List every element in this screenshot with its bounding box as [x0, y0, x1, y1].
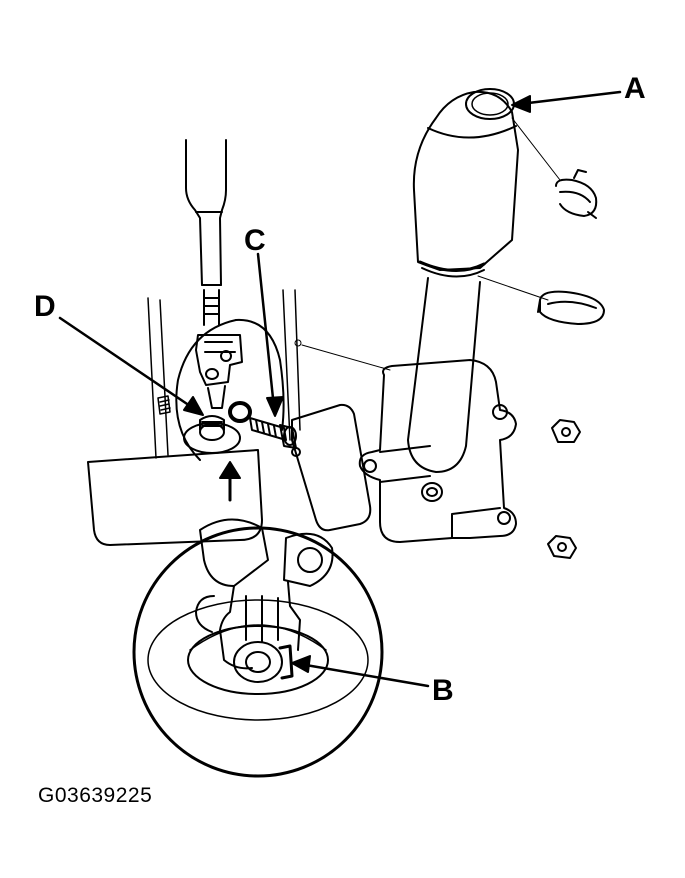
- left-pad: [88, 450, 262, 545]
- callout-label-d: D: [34, 290, 56, 323]
- frame-lines: [148, 290, 300, 458]
- clip-ring-upper: [556, 170, 596, 218]
- callout-arrow-b: [292, 656, 428, 686]
- nut-lower: [548, 536, 576, 558]
- detail-arrow: [220, 462, 240, 500]
- clip-ring-lower: [538, 292, 604, 324]
- callout-label-b: B: [432, 674, 454, 707]
- dash-panel: [176, 320, 283, 460]
- nut-upper: [552, 420, 580, 442]
- right-panel: [292, 405, 370, 530]
- callout-arrow-c: [258, 254, 283, 416]
- callout-label-c: C: [244, 224, 266, 257]
- figure-id: G03639225: [38, 784, 153, 807]
- callout-arrow-a: [512, 92, 620, 112]
- detail-circle: [134, 519, 382, 776]
- column-cover: [408, 89, 518, 472]
- small-screw: [158, 396, 170, 414]
- column-hole: [184, 416, 240, 453]
- lower-housing: [360, 360, 516, 542]
- callout-arrow-d: [60, 318, 203, 415]
- callout-label-a: A: [624, 72, 646, 105]
- steering-shaft: [186, 140, 226, 325]
- leader-lines: [295, 118, 560, 370]
- universal-joint: [196, 335, 242, 408]
- pinch-bolt-c: [230, 403, 300, 456]
